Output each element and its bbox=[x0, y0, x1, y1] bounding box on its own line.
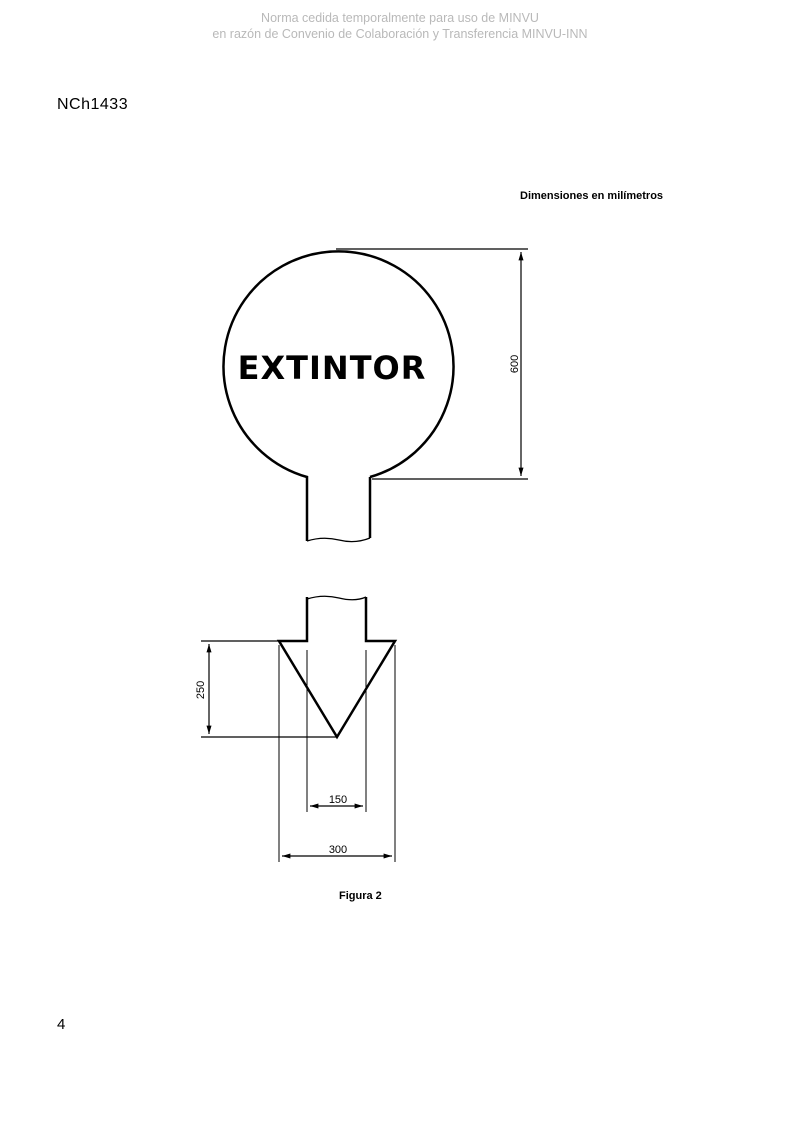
watermark: Norma cedida temporalmente para uso de M… bbox=[0, 10, 800, 42]
watermark-line-1: Norma cedida temporalmente para uso de M… bbox=[261, 11, 539, 25]
stem-break-top bbox=[306, 537, 371, 543]
sign-text: EXTINTOR bbox=[238, 349, 427, 387]
dim-300-label: 300 bbox=[329, 844, 347, 856]
stem-break-bottom bbox=[306, 595, 367, 601]
document-code: NCh1433 bbox=[57, 96, 129, 113]
dimensions-note: Dimensiones en milímetros bbox=[520, 190, 664, 202]
arrow-outline bbox=[276, 597, 398, 740]
watermark-line-2: en razón de Convenio de Colaboración y T… bbox=[212, 27, 588, 41]
page-number: 4 bbox=[57, 1016, 66, 1033]
dim-600-label: 600 bbox=[509, 355, 521, 373]
sign-circle-outline bbox=[222, 250, 455, 541]
figure-caption: Figura 2 bbox=[339, 890, 382, 902]
dim-150-label: 150 bbox=[329, 794, 347, 806]
dim-250-label: 250 bbox=[195, 681, 207, 699]
